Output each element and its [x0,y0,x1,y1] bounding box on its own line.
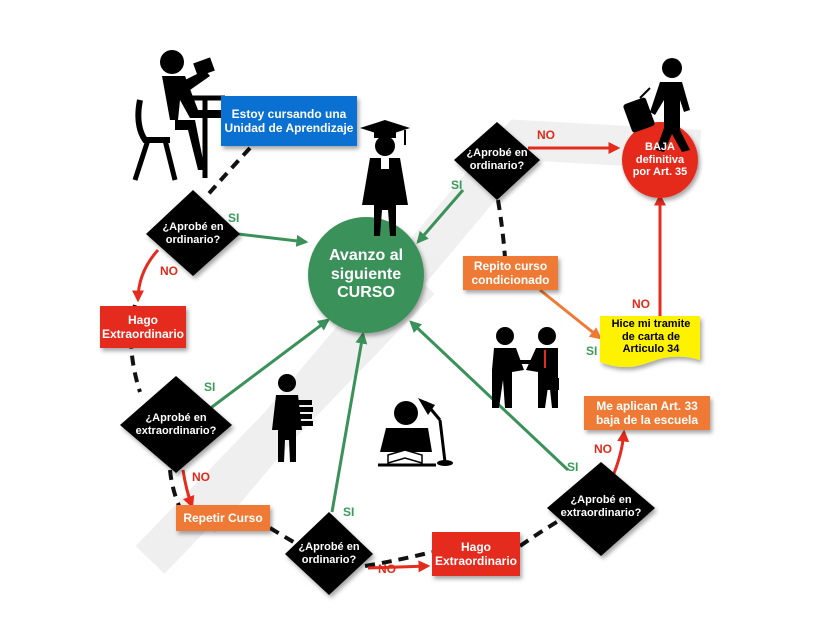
no-label-1: NO [160,264,178,278]
traveler-suitcase-icon [623,58,690,152]
repetir-curso-box: Repetir Curso [176,505,270,531]
diamond-ordinario-1: ¿Aprobé en ordinario? [162,221,224,246]
cursando-box: Estoy cursando una Unidad de Aprendizaje [221,96,357,146]
diamond-extraordinario-2: ¿Aprobé en extraordinario? [560,494,642,519]
graduate-icon [360,120,410,236]
no-arrows [132,142,666,573]
si-label-2: SI [451,178,463,192]
repito-curso-box: Repito curso condicionado [463,256,558,290]
si-label-3: SI [204,380,216,394]
reading-lamp-icon [378,398,453,467]
si-label-6: SI [586,344,598,358]
art33-box: Me aplican Art. 33 baja de la escuela [584,396,710,430]
diamond-ordinario-3: ¿Aprobé en ordinario? [466,147,528,172]
no-label-4: NO [378,562,396,576]
no-label-2: NO [537,128,555,142]
tramite-label: Hice mi tramite de carta de Articulo 34 [611,318,691,356]
si-arrows [207,189,570,513]
no-label-6: NO [632,297,650,311]
no-label-3: NO [192,470,210,484]
baja-label: BAJA definitiva por Art. 35 [632,141,688,179]
tramite-box [600,316,700,367]
no-label-5: NO [594,442,612,456]
diamond-shapes [120,122,655,595]
hago-extraordinario-bottom-box: Hago Extraordinario [432,532,520,576]
handshake-icon [492,327,559,408]
orange-arrows [539,288,602,340]
diamond-extraordinario-1: ¿Aprobé en extraordinario? [135,412,217,437]
diamond-ordinario-2: ¿Aprobé en ordinario? [298,541,360,566]
center-label: Avanzo al siguiente CURSO [328,247,404,302]
si-label-4: SI [343,505,355,519]
person-books-icon [272,374,313,462]
center-circle [308,217,424,333]
student-desk-icon [132,50,225,181]
hago-extraordinario-left-box: Hago Extraordinario [100,306,186,348]
si-label-1: SI [228,211,240,225]
si-label-5: SI [567,460,579,474]
